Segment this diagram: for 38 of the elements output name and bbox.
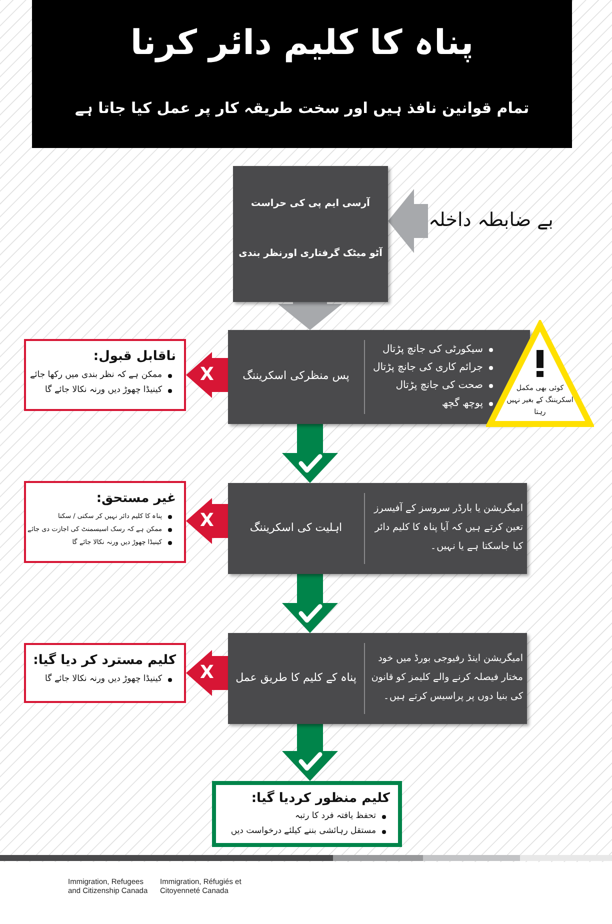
subtitle: تمام قوانین نافذ ہیں اور سخت طریقہ کار پر عمل کیا جاتا ہے	[74, 98, 530, 119]
arrow	[282, 574, 338, 633]
box-text: امیگریشن یا بارڈر سروسز کے آفیسرز تعین کرتے ہیں کہ آیا پناہ کا کلیم دائر کیا جاسکتا ہے یا نہیں۔	[372, 501, 523, 554]
box-heading: ناقابل قبول:	[92, 348, 176, 366]
entry-label: بے ضابطہ داخلہ	[428, 198, 554, 242]
arrow	[186, 498, 228, 544]
outcome-box	[24, 643, 186, 703]
outcome-box	[212, 781, 402, 847]
box-title: اہلیت کی اسکریننگ	[248, 520, 344, 536]
box-text: امیگریشن اینڈ رفیوجی بورڈ میں خود مختار فیصلہ کرنے والے کلیمز کو قانون کی بنیا دوں پر پراسیس کرتے ہیں۔	[370, 652, 523, 704]
bullet-item: مستقل رہائشی بننے کیلئے درخواست دیں	[218, 824, 376, 839]
process-box	[228, 483, 527, 574]
title: پناہ کا کلیم دائر کرنا	[130, 22, 474, 65]
box-heading: کلیم منظور کردیا گیا:	[250, 789, 390, 808]
bullet-item: پوچھ گچھ	[372, 396, 483, 411]
bullet-item: کینیڈا چھوڑ دیں ورنہ نکالا جائے گا	[28, 672, 162, 687]
arrow	[388, 189, 428, 253]
outcome-box	[24, 481, 186, 563]
process-box	[228, 633, 527, 724]
bullet-item: صحت کی جانچ پڑتال	[372, 378, 483, 393]
bullet-item: تحفظ یافتہ فرد کا رتبہ	[218, 809, 376, 824]
process-box	[233, 166, 388, 302]
arrow	[186, 352, 228, 398]
outcome-box	[24, 339, 186, 411]
bullet-item: جرائم کاری کی جانچ پڑتال	[372, 360, 483, 375]
box-title: پس منظرکی اسکریننگ	[242, 368, 350, 384]
bullet-item: سیکورٹی کی جانچ پڑتال	[372, 342, 483, 357]
box-text: آٹو میٹک گرفتاری اورنظر بندی	[238, 246, 384, 261]
box-text: آرسی ایم پی کی حراست	[250, 196, 371, 211]
arrow	[278, 302, 342, 330]
warning-triangle	[486, 320, 594, 428]
box-heading: غیر مستحق:	[95, 490, 176, 508]
arrow	[282, 424, 338, 483]
bullet-item: کینیڈا چھوڑ دیں ورنہ نکالا جائے گا	[28, 383, 162, 398]
box-title: پناہ کے کلیم کا طریق عمل	[234, 670, 358, 686]
bullet-item: ممکن ہے کہ نظر بندی میں رکھا جائے	[28, 368, 162, 383]
arrow	[186, 650, 228, 696]
box-heading: کلیم مسترد کر دیا گیا:	[32, 651, 176, 670]
